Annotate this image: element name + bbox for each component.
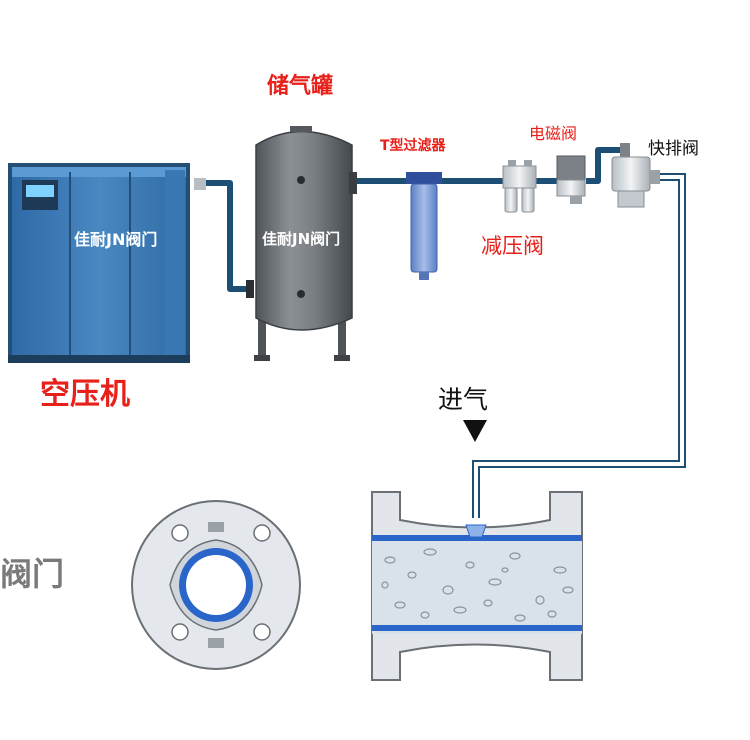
t-filter-label: T型过滤器	[380, 138, 446, 154]
pressure-reducing-valve-label: 减压阀	[481, 234, 544, 258]
t-filter	[406, 172, 442, 280]
air-tank-label: 储气罐	[267, 74, 334, 99]
air-inlet-label: 进气	[438, 385, 489, 414]
pinch-valve-section	[371, 491, 583, 681]
air-tank	[254, 126, 357, 361]
tank-brand-mark: 佳耐JN阀门	[262, 230, 341, 248]
pressure-reducing-valve	[502, 160, 537, 213]
quick-exhaust-valve	[611, 143, 660, 208]
triangle-down-icon	[463, 420, 487, 442]
air-pipe	[206, 147, 624, 292]
pinch-valve-end-view	[131, 500, 301, 670]
solenoid-valve-label: 电磁阀	[529, 124, 578, 143]
compressor-outlet-fitting	[194, 178, 206, 190]
compressor-brand-mark: 佳耐JN阀门	[74, 230, 158, 249]
air-compressor	[8, 163, 190, 363]
signal-air-tube	[472, 173, 686, 518]
tank-inlet-flange	[246, 280, 254, 298]
solenoid-valve	[556, 155, 586, 204]
watermark: 阀门	[0, 555, 65, 593]
quick-exhaust-valve-label: 快排阀	[648, 139, 699, 159]
air-compressor-label: 空压机	[40, 377, 130, 412]
